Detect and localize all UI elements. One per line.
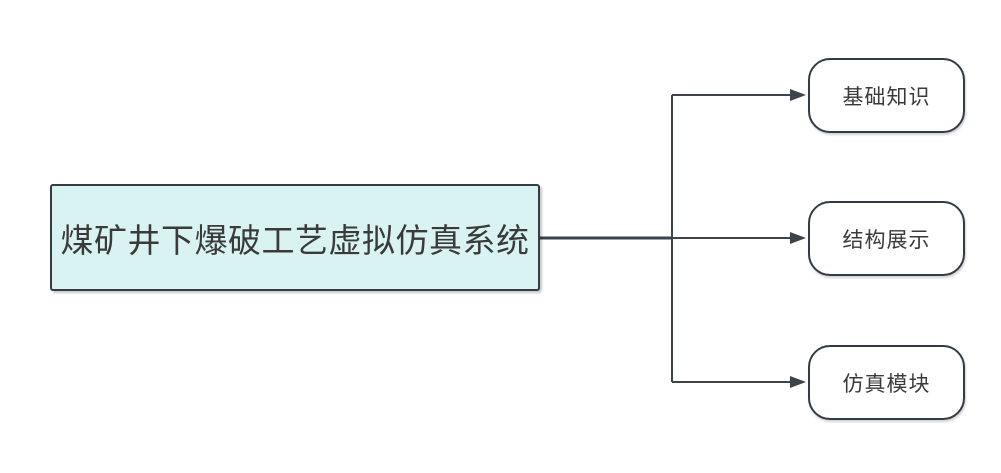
structure-display-label: 结构展示 xyxy=(842,228,931,252)
basic-knowledge-label: 基础知识 xyxy=(842,85,931,109)
node-structure-display[interactable]: 结构展示 xyxy=(808,201,965,276)
node-basic-knowledge[interactable]: 基础知识 xyxy=(808,58,965,133)
node-simulation-module[interactable]: 仿真模块 xyxy=(808,345,965,420)
root-node-label: 煤矿井下爆破工艺虚拟仿真系统 xyxy=(60,221,530,259)
node-root-system-title[interactable]: 煤矿井下爆破工艺虚拟仿真系统 xyxy=(50,184,540,291)
simulation-module-label: 仿真模块 xyxy=(842,372,931,396)
